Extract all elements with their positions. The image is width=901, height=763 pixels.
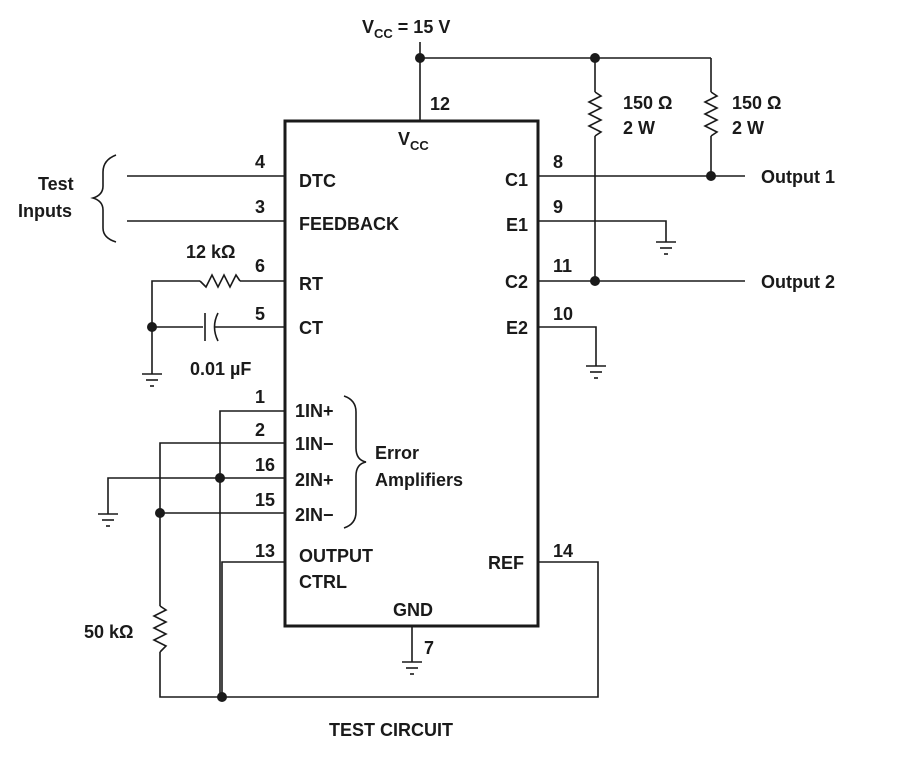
pin-num-5: 5 [255,304,265,324]
pin-num-14: 14 [553,541,573,561]
ground-symbol-gnd [402,661,422,675]
output2-label: Output 2 [761,272,835,292]
r-load2-power: 2 W [732,118,764,138]
pin-num-2: 2 [255,420,265,440]
pin-num-4: 4 [255,152,265,172]
wire-e2 [538,326,597,366]
wire-ref-loop [159,561,599,698]
pin-label-1in-minus: 1IN− [295,434,334,454]
pin-label-ref: REF [488,553,524,573]
resistor-rt [199,273,241,289]
pin-label-2in-plus: 2IN+ [295,470,334,490]
resistor-load-1 [587,91,603,137]
resistor-load-2 [703,91,719,137]
node-2in-minus [155,508,165,518]
pin-num-1: 1 [255,387,265,407]
wire-1in-minus [159,442,285,606]
pin-num-3: 3 [255,197,265,217]
node-bottom [217,692,227,702]
r-load1-power: 2 W [623,118,655,138]
pin-num-15: 15 [255,490,275,510]
node-output1 [706,171,716,181]
c-ct-value: 0.01 µF [190,359,251,379]
pin-label-c2: C2 [505,272,528,292]
pin-label-c1: C1 [505,170,528,190]
pin-num-11: 11 [553,256,572,276]
wire-output-ctrl [221,561,285,697]
output1-label: Output 1 [761,167,835,187]
pin-num-8: 8 [553,152,563,172]
supply-label: VCC = 15 V [362,17,450,41]
pin-num-12: 12 [430,94,450,114]
chip-gnd-label: GND [393,600,433,620]
error-amp-brace [343,395,367,529]
wire-1in-plus [219,410,285,697]
error-amp-label-2: Amplifiers [375,470,463,490]
pin-num-13: 13 [255,541,275,561]
ground-symbol-e1 [656,241,676,255]
r-load2-value: 150 Ω [732,93,781,113]
r-rt-value: 12 kΩ [186,242,235,262]
caption: TEST CIRCUIT [329,720,453,740]
chip-vcc-label: VCC [398,129,429,153]
node-2in-plus [215,473,225,483]
error-amp-label-1: Error [375,443,419,463]
wire-e1 [538,220,667,242]
ground-symbol-e2 [586,365,606,379]
r-load1-value: 150 Ω [623,93,672,113]
pin-label-1in-plus: 1IN+ [295,401,334,421]
pin-num-6: 6 [255,256,265,276]
wire-rt-left [151,280,200,374]
node-ct [147,322,157,332]
wire-2in-plus [107,477,285,514]
ground-symbol-rt [142,373,162,387]
node-vcc [415,53,425,63]
pin-num-16: 16 [255,455,275,475]
pin-label-dtc: DTC [299,171,336,191]
pin-label-ct: CT [299,318,323,338]
test-inputs-label-1: Test [38,174,74,194]
pin-label-rt: RT [299,274,323,294]
test-inputs-brace [90,154,117,243]
pin-label-2in-minus: 2IN− [295,505,334,525]
pin-label-output-ctrl-2: CTRL [299,572,347,592]
pin-num-10: 10 [553,304,573,324]
pin-label-feedback: FEEDBACK [299,214,399,234]
test-inputs-label-2: Inputs [18,201,72,221]
pin-num-9: 9 [553,197,563,217]
resistor-50k [152,605,168,653]
node-output2 [590,276,600,286]
ground-symbol-2in [98,513,118,527]
pin-label-e2: E2 [506,318,528,338]
pin-label-e1: E1 [506,215,528,235]
pin-num-7: 7 [424,638,434,658]
pin-label-output-ctrl-1: OUTPUT [299,546,373,566]
r-pot-value: 50 kΩ [84,622,133,642]
